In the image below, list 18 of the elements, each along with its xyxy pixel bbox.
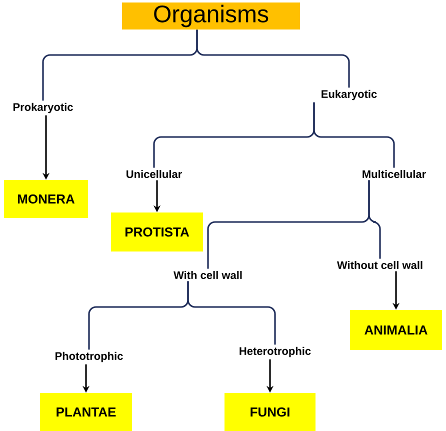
category-label: With cell wall	[174, 270, 242, 280]
category-label: Unicellular	[126, 170, 182, 178]
bracket-line	[368, 180, 381, 259]
kingdom-box: FUNGI	[224, 393, 316, 431]
kingdom-box: PLANTAE	[40, 393, 132, 431]
category-label: Prokaryotic	[13, 102, 73, 114]
kingdom-box: ANIMALIA	[350, 310, 442, 350]
category-label: Phototrophic	[56, 352, 123, 362]
category-label: Eukaryotic	[322, 90, 377, 100]
category-label: Heterotrophic	[240, 346, 311, 358]
kingdom-box: MONERA	[4, 180, 88, 218]
kingdom-box: PROTISTA	[111, 212, 203, 252]
bracket-line	[196, 30, 350, 88]
bracket-line	[187, 281, 276, 345]
category-label: Without cell wall	[336, 260, 422, 270]
title-box: Organisms	[122, 2, 300, 30]
bracket-line	[313, 102, 395, 168]
category-label: Multicellular	[362, 170, 426, 178]
